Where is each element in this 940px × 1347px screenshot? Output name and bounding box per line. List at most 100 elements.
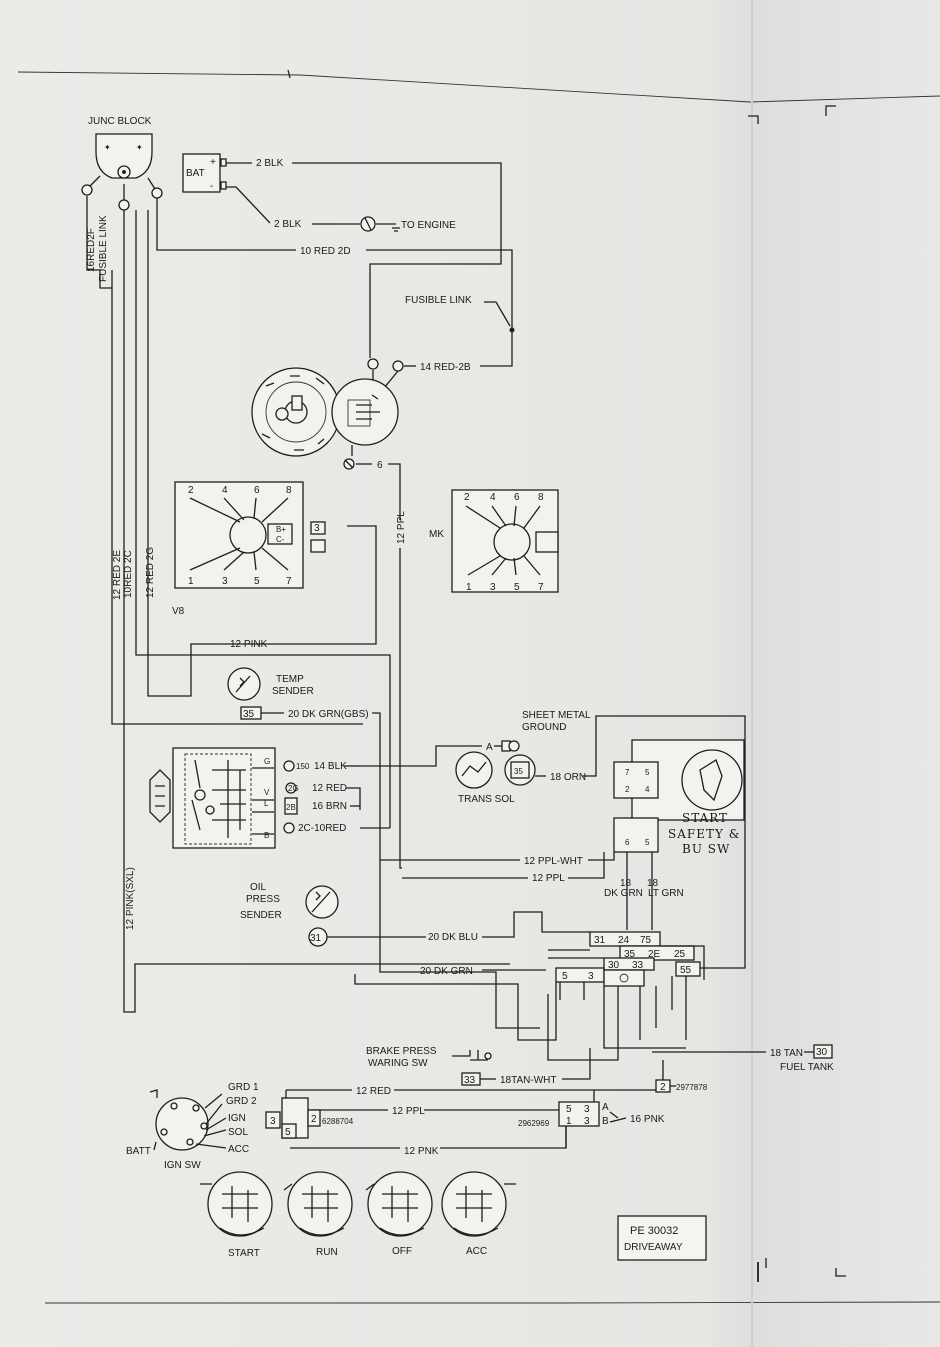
svg-text:SHEET METAL: SHEET METAL	[522, 710, 591, 721]
svg-text:LT GRN: LT GRN	[648, 888, 684, 899]
svg-text:12 RED: 12 RED	[356, 1086, 391, 1097]
svg-text:1: 1	[466, 582, 472, 593]
svg-text:18 ORN: 18 ORN	[550, 772, 586, 783]
svg-text:ACC: ACC	[228, 1144, 249, 1155]
svg-text:PRESS: PRESS	[246, 894, 280, 905]
svg-text:12 PPL-WHT: 12 PPL-WHT	[524, 856, 583, 867]
svg-text:FUSIBLE LINK: FUSIBLE LINK	[405, 295, 472, 306]
svg-text:12 PPL: 12 PPL	[396, 511, 407, 544]
alternator	[172, 747, 276, 849]
svg-text:6: 6	[377, 460, 383, 471]
svg-text:START: START	[682, 811, 728, 825]
svg-text:GRD 2: GRD 2	[226, 1096, 257, 1107]
svg-text:2B: 2B	[286, 803, 296, 812]
svg-text:GROUND: GROUND	[522, 722, 566, 733]
svg-text:24: 24	[618, 935, 630, 946]
svg-text:2: 2	[660, 1082, 666, 1093]
svg-text:TO ENGINE: TO ENGINE	[401, 220, 456, 231]
svg-text:2962969: 2962969	[518, 1119, 550, 1128]
svg-text:B: B	[264, 831, 269, 840]
svg-text:33: 33	[464, 1075, 476, 1086]
svg-text:L: L	[264, 799, 269, 808]
trans-solenoid	[455, 751, 493, 789]
svg-text:12 PINK: 12 PINK	[230, 639, 268, 650]
wire-label: 2 BLK	[256, 158, 284, 169]
svg-text:-: -	[210, 181, 213, 192]
stamp-box	[617, 1215, 707, 1261]
svg-text:75: 75	[640, 935, 652, 946]
svg-text:150: 150	[296, 762, 310, 771]
svg-text:SENDER: SENDER	[272, 686, 314, 697]
wire-red-2f	[86, 196, 363, 725]
position-start: START	[228, 1248, 260, 1259]
svg-text:16RED2F: 16RED2F	[86, 228, 97, 272]
svg-text:18: 18	[647, 878, 659, 889]
page-top-rule-right	[749, 95, 940, 103]
svg-text:TEMP: TEMP	[276, 674, 304, 685]
svg-text:6: 6	[625, 838, 630, 847]
svg-text:8: 8	[286, 485, 292, 496]
svg-text:2: 2	[311, 1114, 317, 1125]
svg-text:FUSIBLE LINK: FUSIBLE LINK	[98, 215, 109, 282]
svg-text:B+: B+	[276, 525, 286, 534]
bulkhead-connector: 31 24 75 35 2E 25 30 33 55 5 3	[555, 931, 701, 987]
junc-terminal	[81, 184, 93, 196]
svg-text:16 PNK: 16 PNK	[630, 1114, 665, 1125]
svg-text:3: 3	[490, 582, 496, 593]
svg-text:SAFETY &: SAFETY &	[668, 827, 740, 841]
svg-text:4: 4	[222, 485, 228, 496]
oil-press-sender	[305, 885, 339, 919]
svg-text:4: 4	[490, 492, 496, 503]
svg-text:5: 5	[645, 768, 650, 777]
svg-text:31: 31	[594, 935, 606, 946]
temp-sender	[227, 667, 261, 701]
crop-mark	[835, 1268, 846, 1277]
svg-text:IGN: IGN	[228, 1113, 246, 1124]
svg-text:5: 5	[566, 1104, 572, 1115]
svg-text:2: 2	[625, 785, 630, 794]
svg-text:BRAKE PRESS: BRAKE PRESS	[366, 1046, 437, 1057]
svg-text:6288704: 6288704	[322, 1117, 354, 1126]
junc-terminal	[151, 187, 163, 199]
junc-block	[95, 133, 153, 179]
svg-text:C-: C-	[276, 535, 285, 544]
svg-text:2 BLK: 2 BLK	[274, 219, 302, 230]
svg-text:20 DK BLU: 20 DK BLU	[428, 932, 478, 943]
svg-text:12 RED 2G: 12 RED 2G	[145, 547, 156, 598]
svg-text:GRD 1: GRD 1	[228, 1082, 259, 1093]
svg-text:+: +	[210, 157, 216, 168]
svg-text:2G: 2G	[288, 784, 299, 793]
svg-text:31: 31	[310, 933, 322, 944]
svg-text:12 RED 2E: 12 RED 2E	[112, 550, 123, 600]
svg-text:A: A	[602, 1102, 609, 1113]
svg-text:TRANS SOL: TRANS SOL	[458, 794, 515, 805]
svg-text:B: B	[602, 1116, 609, 1127]
svg-text:BAT: BAT	[186, 168, 205, 179]
svg-text:DK GRN: DK GRN	[604, 888, 643, 899]
junc-block-label: JUNC BLOCK	[88, 116, 152, 127]
stamp-line2: DRIVEAWAY	[624, 1242, 683, 1253]
svg-text:20 DK GRN(GBS): 20 DK GRN(GBS)	[288, 709, 369, 720]
svg-text:1: 1	[188, 576, 194, 587]
svg-text:55: 55	[680, 965, 692, 976]
svg-text:7: 7	[286, 576, 292, 587]
page-top-rule	[17, 71, 751, 103]
svg-text:35: 35	[243, 709, 255, 720]
svg-text:3: 3	[588, 971, 594, 982]
svg-text:5: 5	[254, 576, 260, 587]
svg-text:18 TAN: 18 TAN	[770, 1048, 803, 1059]
svg-text:18: 18	[620, 878, 632, 889]
svg-text:8: 8	[538, 492, 544, 503]
wire-12-ppl	[399, 548, 402, 869]
svg-text:2C-10RED: 2C-10RED	[298, 823, 346, 834]
wire-pink-sxl	[123, 210, 510, 1013]
svg-text:✦: ✦	[104, 143, 111, 152]
svg-text:7: 7	[625, 768, 630, 777]
svg-text:BATT: BATT	[126, 1146, 151, 1157]
svg-text:25: 25	[674, 949, 686, 960]
svg-text:3: 3	[270, 1116, 276, 1127]
position-run: RUN	[316, 1247, 338, 1258]
svg-text:G: G	[264, 757, 270, 766]
svg-text:5: 5	[285, 1127, 291, 1138]
